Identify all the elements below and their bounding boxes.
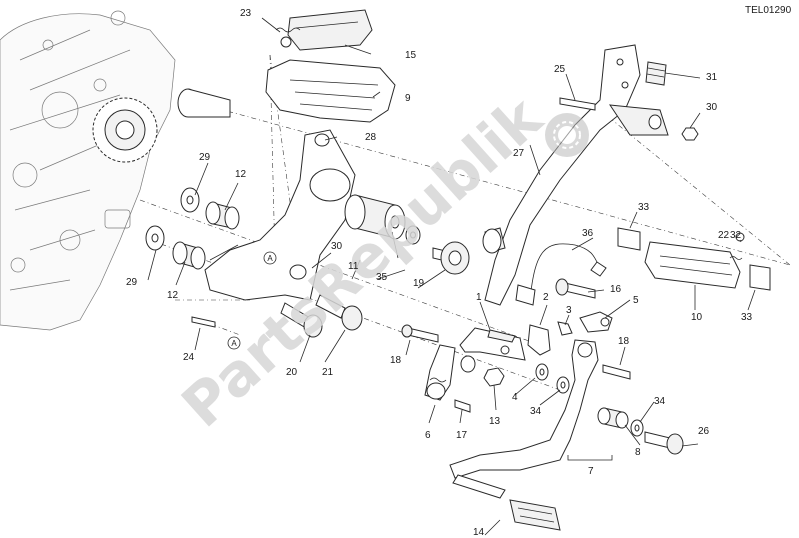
bolt-18-right (602, 364, 631, 380)
leader-lines (147, 17, 756, 536)
pivot-bolt (644, 431, 684, 455)
label-10: 10 (691, 312, 703, 323)
washers-center (535, 363, 644, 437)
label-24: 24 (183, 352, 195, 363)
label-3: 3 (566, 305, 572, 316)
label-16: 16 (610, 284, 622, 295)
washers-bushings-left (145, 187, 240, 270)
label-18b: 18 (618, 336, 630, 347)
footpeg-bracket (204, 129, 356, 301)
reference-callouts: A A (227, 251, 277, 350)
label-12a: 12 (235, 169, 247, 180)
pedal-rubber (509, 499, 561, 531)
label-28: 28 (365, 132, 377, 143)
label-13: 13 (489, 416, 501, 427)
footpeg-right (617, 227, 771, 291)
label-8: 8 (635, 447, 641, 458)
label-29a: 29 (199, 152, 211, 163)
label-32: 32 (730, 230, 742, 241)
drawing-code: TEL01290 (745, 5, 792, 16)
footpeg-rubber (287, 9, 373, 51)
label-34a: 34 (530, 406, 542, 417)
label-4: 4 (512, 392, 518, 403)
label-15: 15 (405, 50, 417, 61)
lever-arm (424, 344, 456, 401)
label-34b: 34 (654, 396, 666, 407)
label-5: 5 (633, 295, 639, 306)
nut-right (681, 127, 699, 141)
ref-letter-a-1: A (267, 254, 273, 263)
label-35: 35 (376, 272, 388, 283)
rod (559, 97, 596, 111)
label-29b: 29 (126, 277, 138, 288)
label-20: 20 (286, 367, 298, 378)
footpeg-spring (275, 27, 301, 48)
label-18a: 18 (390, 355, 402, 366)
label-22: 22 (718, 230, 730, 241)
pin (191, 316, 216, 328)
label-33b: 33 (741, 312, 753, 323)
pivot-shaft (177, 88, 231, 118)
label-25: 25 (554, 64, 566, 75)
clevis-link (527, 311, 613, 356)
ref-letter-a-2: A (231, 339, 237, 348)
label-1: 1 (476, 292, 482, 303)
label-36: 36 (582, 228, 594, 239)
washer-nut-pin (405, 225, 470, 275)
rear-set-bracket (482, 44, 669, 306)
label-11: 11 (348, 261, 359, 272)
pedal-bushing (597, 407, 629, 429)
label-26: 26 (698, 426, 710, 437)
brake-pedal (449, 339, 599, 499)
label-30b: 30 (706, 102, 718, 113)
label-33a: 33 (638, 202, 650, 213)
label-12b: 12 (167, 290, 179, 301)
label-27: 27 (513, 148, 525, 159)
label-17: 17 (456, 430, 468, 441)
spacer (344, 194, 406, 240)
bolt-16 (555, 278, 596, 299)
label-21: 21 (322, 367, 334, 378)
label-23: 23 (240, 8, 252, 19)
bolts (280, 294, 363, 338)
ref-circle-a-1 (263, 251, 277, 265)
label-19: 19 (413, 278, 425, 289)
brace-7 (567, 455, 613, 461)
bumper (645, 61, 667, 86)
front-sprocket (92, 97, 158, 163)
master-cylinder (459, 327, 526, 373)
label-14: 14 (473, 527, 485, 538)
nut-13 (483, 367, 505, 387)
gear-icon (545, 113, 589, 157)
label-9: 9 (405, 93, 411, 104)
engine-case-outline (0, 10, 176, 331)
bolt-18-left (401, 324, 439, 343)
bolt-17 (454, 399, 471, 413)
ref-circle-a-2 (227, 336, 241, 350)
label-2: 2 (543, 292, 549, 303)
label-30a: 30 (331, 241, 343, 252)
footpeg-left (265, 59, 396, 123)
sensor-wire (515, 243, 607, 306)
label-31: 31 (706, 72, 718, 83)
label-7: 7 (588, 466, 594, 477)
part-labels: 1 2 3 4 5 6 7 8 9 10 11 12 12 13 14 15 1… (126, 8, 753, 538)
label-6: 6 (425, 430, 431, 441)
